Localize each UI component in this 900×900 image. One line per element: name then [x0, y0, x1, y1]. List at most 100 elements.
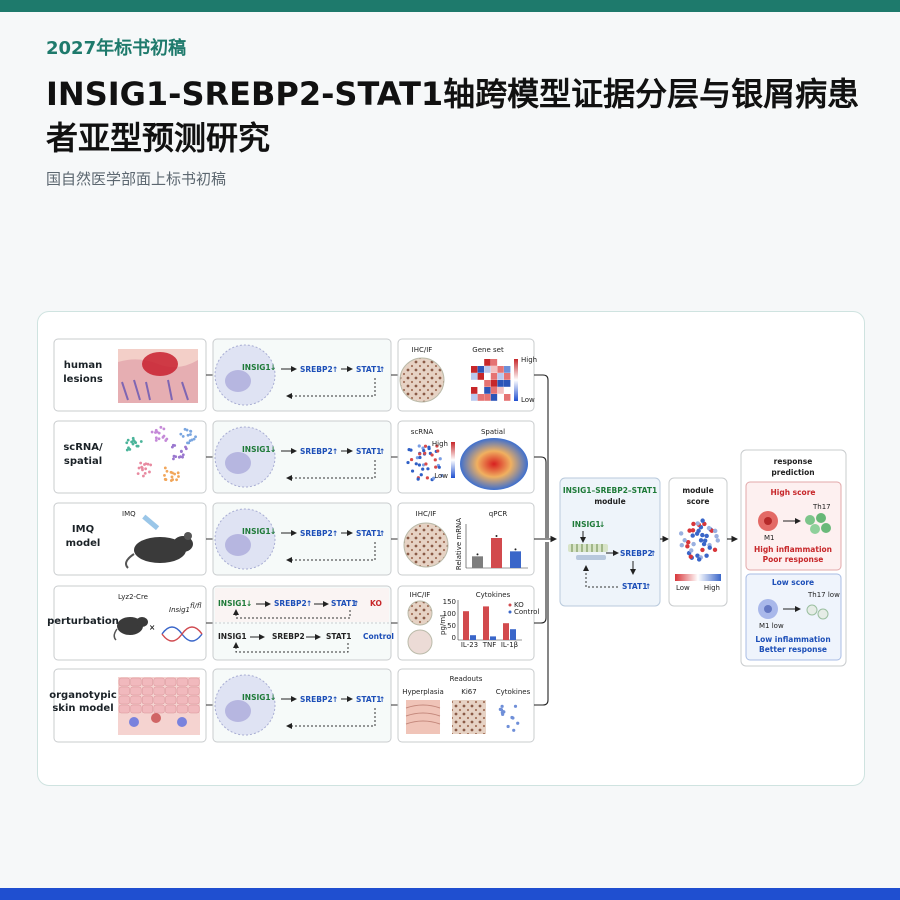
cytokine-ko-bar	[503, 623, 509, 640]
umap-point	[179, 455, 182, 459]
qpcr-point	[476, 553, 479, 556]
immune-cell	[151, 713, 161, 723]
row3-insig: INSIG1	[242, 527, 271, 536]
scrna-point	[417, 444, 421, 448]
heatmap-legend-bar	[514, 359, 518, 401]
heatmap-cell	[477, 373, 484, 380]
heatmap-cell	[477, 366, 484, 373]
low-th17: Th17 low	[807, 591, 840, 599]
umap-point	[139, 440, 143, 443]
scrna-point	[414, 462, 418, 466]
row5-srebp: SREBP2	[300, 695, 333, 704]
row2-stat: STAT1	[356, 447, 382, 456]
study-figure: human lesions INSIG1 ↓ SREBP2 ↑ STAT1 ↑ …	[47, 338, 847, 743]
cytokine-dot	[516, 721, 520, 725]
score-point	[696, 557, 702, 562]
up-arrow-icon: ↑	[332, 695, 338, 704]
low-outcome-line2: Better response	[759, 645, 827, 654]
cytokine-dot	[501, 712, 505, 716]
score-point	[685, 544, 690, 549]
flox-sup: fl/fl	[190, 602, 202, 610]
high-score-label: High score	[770, 488, 815, 497]
up-arrow-icon: ↑	[379, 695, 385, 704]
ihc-stain-image	[399, 357, 445, 403]
cytokine-control-bar	[510, 629, 516, 640]
scrna-point	[436, 449, 440, 453]
umap-point	[157, 437, 161, 441]
heatmap-cell	[497, 387, 504, 394]
ko-stain-image	[407, 600, 433, 626]
score-title-line2: score	[687, 497, 710, 506]
umap-point	[131, 436, 135, 440]
umap-point	[143, 471, 147, 475]
scrna-point	[415, 456, 419, 460]
scrna-point	[409, 448, 413, 452]
down-arrow-icon: ↓	[246, 599, 252, 608]
cytokine-dot	[513, 704, 518, 708]
scrna-point	[427, 445, 431, 449]
skin-cell	[141, 704, 154, 714]
heatmap-cell	[484, 366, 491, 373]
heatmap-cell	[484, 380, 491, 387]
row1-srebp: SREBP2	[300, 365, 333, 374]
hyperplasia-image	[406, 700, 440, 734]
heatmap-cell	[497, 394, 504, 401]
scrna-point	[421, 446, 425, 450]
score-title-line1: module	[682, 486, 713, 495]
up-arrow-icon: ↑	[306, 599, 312, 608]
scrna-point	[435, 444, 439, 448]
row5-label-line1: organotypic	[49, 690, 117, 701]
scrna-point	[409, 457, 414, 462]
row5-stat: STAT1	[356, 695, 382, 704]
module-score-box: module score Low High	[668, 477, 728, 607]
heatmap-cell	[490, 366, 498, 373]
umap-point	[183, 427, 187, 431]
score-point	[700, 532, 705, 538]
umap-point	[163, 474, 166, 477]
low-score-label: Low score	[772, 578, 814, 587]
score-point	[690, 533, 695, 538]
skin-cell	[141, 695, 154, 705]
readout-ki67: Ki67	[461, 688, 476, 696]
row3-stat: STAT1	[356, 529, 382, 538]
skin-cell	[153, 686, 165, 696]
score-point	[701, 541, 707, 547]
skin-cell	[141, 677, 154, 687]
cytokine-control-bar	[490, 636, 496, 640]
skin-cell	[153, 704, 165, 714]
heatmap-cell	[484, 394, 491, 401]
prediction-title-line2: prediction	[771, 468, 814, 477]
up-arrow-icon: ↑	[379, 447, 385, 456]
cytokine-control-bar	[470, 635, 476, 640]
score-point	[709, 528, 715, 533]
umap-point	[179, 432, 183, 436]
umap-point	[165, 469, 169, 473]
row-scrna-spatial: scRNA/ spatial INSIG1 ↓ SREBP2 ↑ STAT1 ↑…	[53, 420, 535, 494]
heatmap-cell	[471, 380, 478, 387]
score-point	[689, 548, 694, 553]
page-title: INSIG1-SREBP2-STAT1轴跨模型证据分层与银屑病患者亚型预测研究	[46, 75, 860, 157]
up-arrow-icon: ↑	[650, 549, 656, 558]
umap-point	[137, 466, 141, 470]
row3-readout-qpcr: qPCR	[489, 510, 508, 518]
scrna-point	[406, 460, 410, 465]
umap-point	[148, 470, 151, 474]
module-box: INSIG1–SREBP2–STAT1 module INSIG1 ↓ SREB…	[559, 477, 661, 607]
mouse-icon	[113, 617, 148, 641]
umap-point	[125, 441, 129, 445]
score-point	[690, 528, 696, 533]
macrophage-cell-icon	[214, 674, 276, 736]
score-point	[687, 528, 692, 533]
score-point	[712, 547, 718, 553]
score-high: High	[704, 584, 720, 592]
umap-point	[149, 463, 153, 467]
qpcr-axis-label: Relative mRNA	[455, 518, 463, 570]
heatmap-cell	[497, 366, 504, 373]
high-m1: M1	[764, 534, 775, 542]
score-point	[678, 531, 684, 536]
low-score-card: Low score M1 low Th17 low Low inflammati…	[745, 573, 842, 661]
row2-label-line2: spatial	[64, 456, 102, 467]
module-subtitle: module	[594, 497, 625, 506]
score-point	[707, 545, 712, 550]
